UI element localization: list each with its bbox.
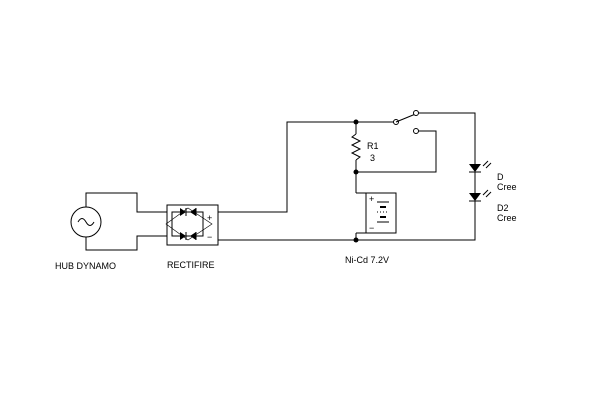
nicd-battery [355, 172, 397, 240]
rectifier-bridge [165, 204, 219, 246]
r1-name-label: R1 [367, 141, 379, 151]
led-d-name-label: D [497, 172, 504, 182]
dynamo-wires [85, 192, 167, 251]
led-d2 [469, 189, 492, 202]
led-d-part-label: Cree [497, 182, 517, 192]
led-d2-name-label: D2 [497, 203, 509, 213]
bypass-wire [356, 130, 437, 173]
positive-rail-wires [218, 121, 396, 213]
hub-dynamo-symbol [70, 206, 102, 238]
r1-value-label: 3 [370, 153, 375, 163]
rectifier-minus-label: − [207, 232, 212, 242]
junction-dot-top [353, 119, 359, 125]
battery-plus-label: + [369, 194, 374, 204]
negative-rail-wires [218, 201, 476, 241]
resistor-r1 [350, 122, 362, 172]
rectifier-plus-label: + [207, 213, 212, 223]
selector-switch [393, 110, 476, 164]
led-d [469, 160, 492, 193]
battery-label: Ni-Cd 7.2V [345, 255, 389, 265]
led-d2-part-label: Cree [497, 213, 517, 223]
hub-dynamo-label: HUB DYNAMO [55, 261, 116, 271]
battery-minus-label: − [369, 223, 374, 233]
rectifier-label: RECTIFIRE [167, 260, 215, 270]
